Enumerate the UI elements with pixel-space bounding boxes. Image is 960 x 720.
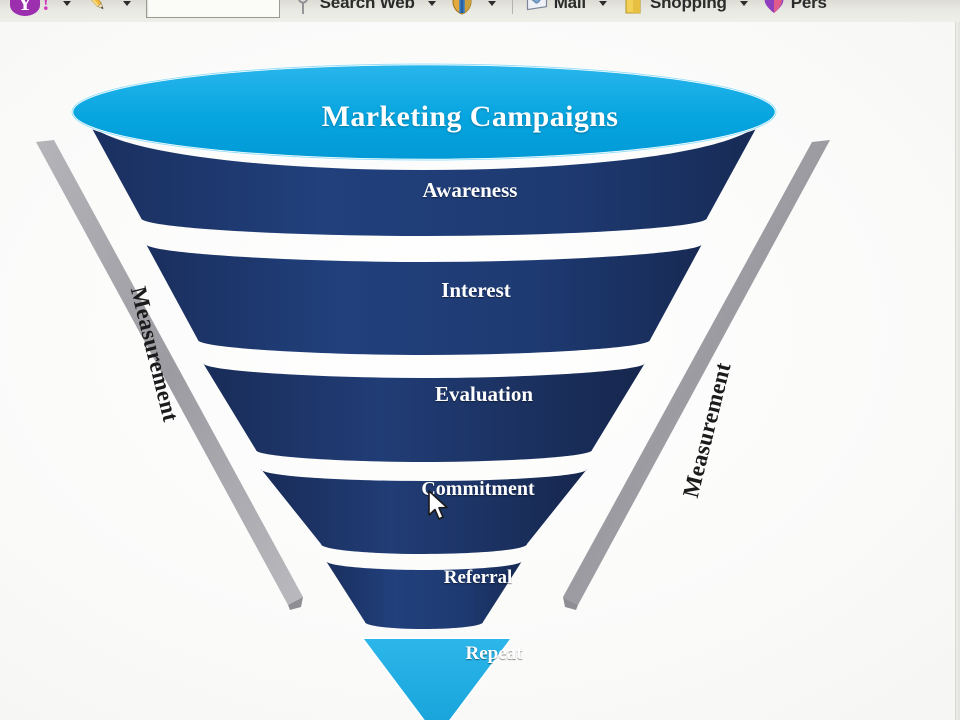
funnel-band-commitment[interactable] [261,469,587,554]
mail-chevron-down-icon[interactable] [598,0,607,6]
measurement-arrow-left [36,140,303,610]
shield-icon [449,0,475,16]
toolbar-shopping-button[interactable]: Shopping [616,0,731,20]
marketing-funnel-graphic [36,62,830,720]
mail-label: Mail [553,0,586,12]
antispy-chevron-down-icon[interactable] [487,0,496,6]
pencil-menu-chevron-down-icon[interactable] [122,0,131,6]
page-right-edge [955,22,960,720]
search-web-label: Search Web [319,0,415,12]
search-icon [290,0,316,16]
yahoo-logo-bang: ! [42,0,50,15]
shopping-bag-icon [620,0,646,16]
toolbar-personals-button[interactable]: Pers [757,0,831,20]
search-web-chevron-down-icon[interactable] [427,0,436,6]
toolbar-yahoo-logo-button[interactable]: Y ! [0,0,54,20]
shopping-chevron-down-icon[interactable] [739,0,748,6]
measurement-arrow-right [563,140,830,610]
mail-icon [524,0,550,16]
yahoo-logo-icon: Y ! [10,0,50,16]
browser-toolbar: Y ! [0,0,960,23]
toolbar-divider [511,0,513,14]
yahoo-logo-letter: Y [10,0,40,16]
shopping-label: Shopping [649,0,727,12]
funnel-top-ellipse[interactable] [70,62,778,162]
search-input[interactable] [145,0,280,18]
funnel-band-awareness[interactable] [83,112,765,236]
funnel-diagram-canvas: Marketing Campaigns Awareness Interest E… [0,22,960,720]
funnel-band-interest[interactable] [146,244,702,355]
toolbar-search-web-button[interactable]: Search Web [286,0,419,20]
funnel-repeat-triangle[interactable] [360,637,514,720]
toolbar-pencil-button[interactable] [80,0,114,20]
yahoo-menu-chevron-down-icon[interactable] [62,0,71,6]
personals-heart-icon [761,0,787,16]
toolbar-mail-button[interactable]: Mail [520,0,590,20]
pencil-icon [84,0,110,16]
toolbar-antispy-button[interactable] [445,0,479,20]
personals-label: Pers [790,0,827,12]
funnel-band-referral[interactable] [326,561,522,629]
funnel-band-evaluation[interactable] [203,363,645,462]
